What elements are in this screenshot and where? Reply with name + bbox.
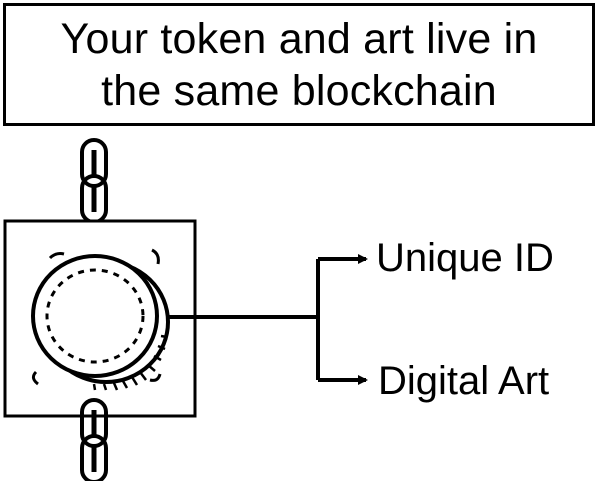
unique-id-label: Unique ID: [376, 236, 554, 280]
title-line-2: the same blockchain: [101, 66, 497, 115]
coin-icon: [31, 248, 170, 391]
chain-link-icon: [80, 398, 108, 481]
digital-art-label: Digital Art: [378, 359, 550, 403]
chain-link-icon: [80, 138, 108, 224]
title-box: Your token and art live in the same bloc…: [3, 3, 595, 126]
title-line-1: Your token and art live in: [60, 14, 538, 63]
connector: [168, 254, 368, 385]
